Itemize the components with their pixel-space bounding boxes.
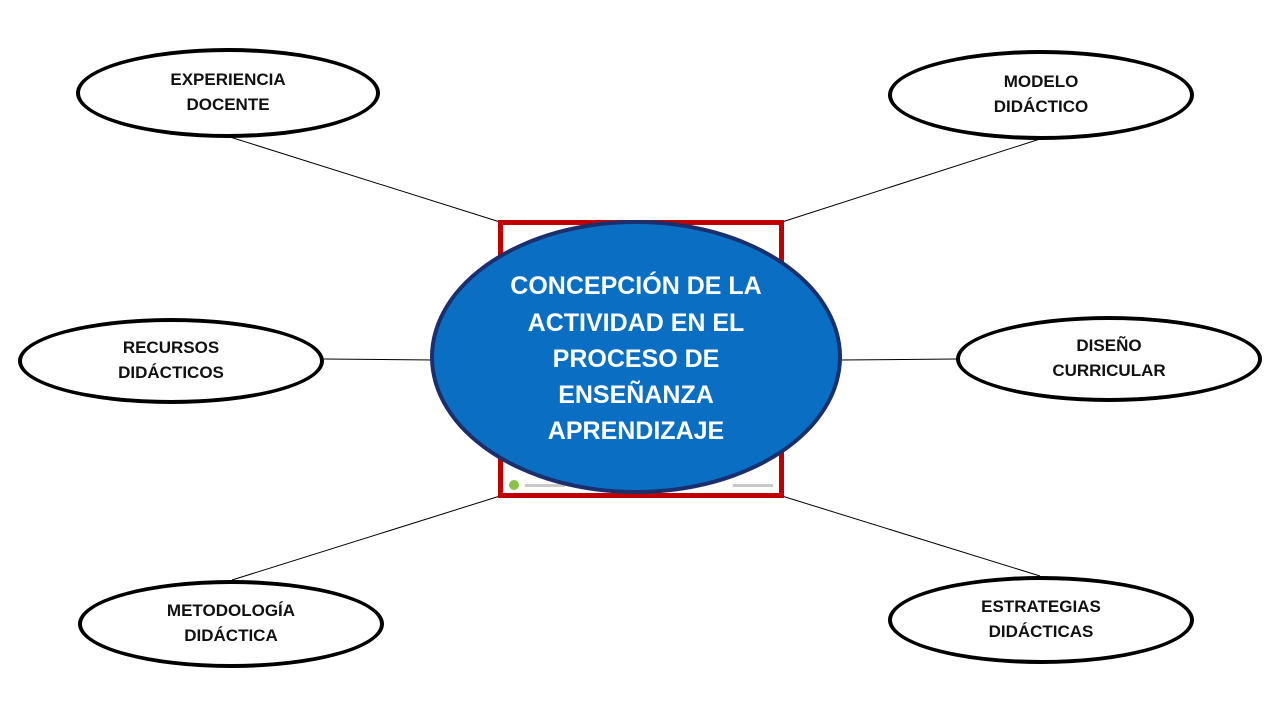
node-label: DISEÑO CURRICULAR <box>1052 336 1166 380</box>
watermark-line <box>733 483 773 487</box>
node-label: MODELO DIDÁCTICO <box>993 72 1089 116</box>
connector-estrategias <box>781 495 1041 577</box>
connector-experiencia <box>229 136 501 223</box>
connector-diseno <box>839 358 957 361</box>
node-diseno-curricular: DISEÑO CURRICULAR <box>956 316 1262 402</box>
node-label: METODOLOGÍA DIDÁCTICA <box>166 601 296 645</box>
central-concept: CONCEPCIÓN DE LA ACTIVIDAD EN EL PROCESO… <box>430 220 842 494</box>
node-estrategias-didacticas: ESTRATEGIAS DIDÁCTICAS <box>888 576 1194 664</box>
connector-recursos <box>323 358 435 361</box>
node-modelo-didactico: MODELO DIDÁCTICO <box>888 50 1194 140</box>
node-recursos-didacticos: RECURSOS DIDÁCTICOS <box>18 318 324 404</box>
node-experiencia-docente: EXPERIENCIA DOCENTE <box>76 48 380 138</box>
node-label: EXPERIENCIA DOCENTE <box>170 70 286 114</box>
node-label: ESTRATEGIAS DIDÁCTICAS <box>981 597 1101 641</box>
connector-modelo <box>781 138 1041 223</box>
node-metodologia-didactica: METODOLOGÍA DIDÁCTICA <box>78 580 384 668</box>
node-label: RECURSOS DIDÁCTICOS <box>118 338 224 382</box>
watermark-strip <box>509 480 773 490</box>
watermark-logo-icon <box>509 480 519 490</box>
central-concept-text: CONCEPCIÓN DE LA ACTIVIDAD EN EL PROCESO… <box>510 272 762 446</box>
connector-metodologia <box>231 495 501 581</box>
watermark-line <box>525 483 565 487</box>
